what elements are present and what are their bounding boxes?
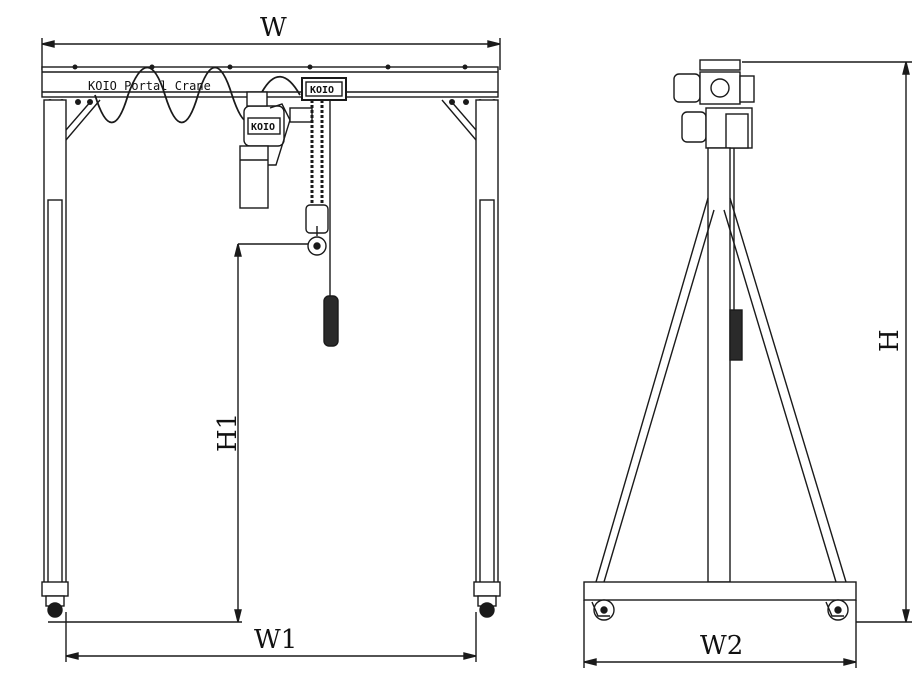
hook-block bbox=[305, 204, 329, 256]
side-left-caster-icon bbox=[591, 599, 615, 621]
dimension-w2: W2 bbox=[583, 600, 857, 668]
dimension-h: H bbox=[742, 61, 912, 623]
dimension-w1-label: W1 bbox=[254, 625, 297, 655]
side-view: H W2 bbox=[583, 59, 912, 668]
side-right-caster-icon bbox=[825, 599, 849, 621]
dimension-h1: H1 bbox=[213, 243, 308, 623]
side-base bbox=[583, 581, 857, 621]
front-view: W KOIO Portal Crane bbox=[41, 13, 501, 662]
hoist-brand-label: KOIO bbox=[251, 122, 275, 133]
dimension-w1: W1 bbox=[48, 612, 477, 662]
dimension-w-label: W bbox=[260, 13, 287, 43]
product-label: KOIO Portal Crane bbox=[88, 79, 211, 93]
right-wheel-icon bbox=[479, 602, 495, 618]
dimension-h-label: H bbox=[875, 329, 905, 352]
dimension-w2-label: W2 bbox=[700, 631, 743, 661]
trolley: KOIO bbox=[289, 77, 347, 300]
side-braces bbox=[595, 197, 847, 583]
side-hoist: KOIO bbox=[239, 91, 291, 209]
dimension-h1-label: H1 bbox=[213, 413, 243, 452]
pendant-control bbox=[323, 295, 339, 347]
top-beam: KOIO Portal Crane bbox=[41, 64, 499, 105]
trolley-brand-label: KOIO bbox=[310, 85, 334, 96]
dimension-w: W bbox=[41, 13, 501, 70]
left-wheel-icon bbox=[47, 602, 63, 618]
left-leg bbox=[41, 99, 101, 618]
side-hoist-assembly bbox=[673, 59, 755, 149]
right-leg bbox=[441, 99, 501, 618]
